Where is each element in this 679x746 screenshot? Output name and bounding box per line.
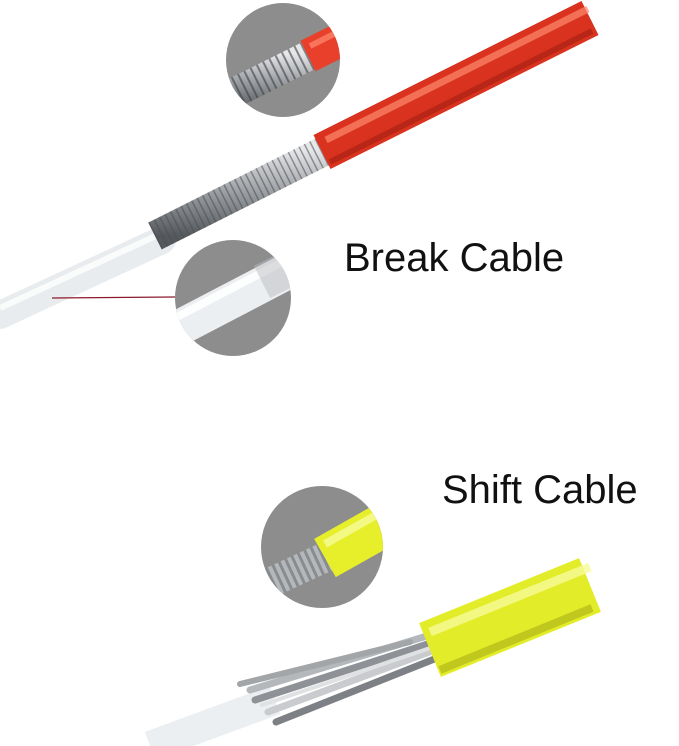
- brake-liner: [0, 226, 176, 329]
- brake-red-housing: [313, 1, 599, 169]
- shift-cable: [144, 558, 601, 746]
- shift-cable-label: Shift Cable: [442, 468, 638, 512]
- brake-steel-coil: [148, 136, 333, 250]
- shift-detail-callout: [261, 486, 383, 608]
- shift-steel-strands: [237, 628, 446, 726]
- leader-line: [51, 296, 176, 299]
- coil-detail-callout: [226, 3, 340, 117]
- shift-yellow-housing: [419, 558, 601, 677]
- shift-liner: [144, 685, 281, 746]
- liner-detail-callout: [175, 240, 291, 356]
- brake-cable: [0, 1, 599, 329]
- brake-cable-label: Break Cable: [344, 236, 565, 280]
